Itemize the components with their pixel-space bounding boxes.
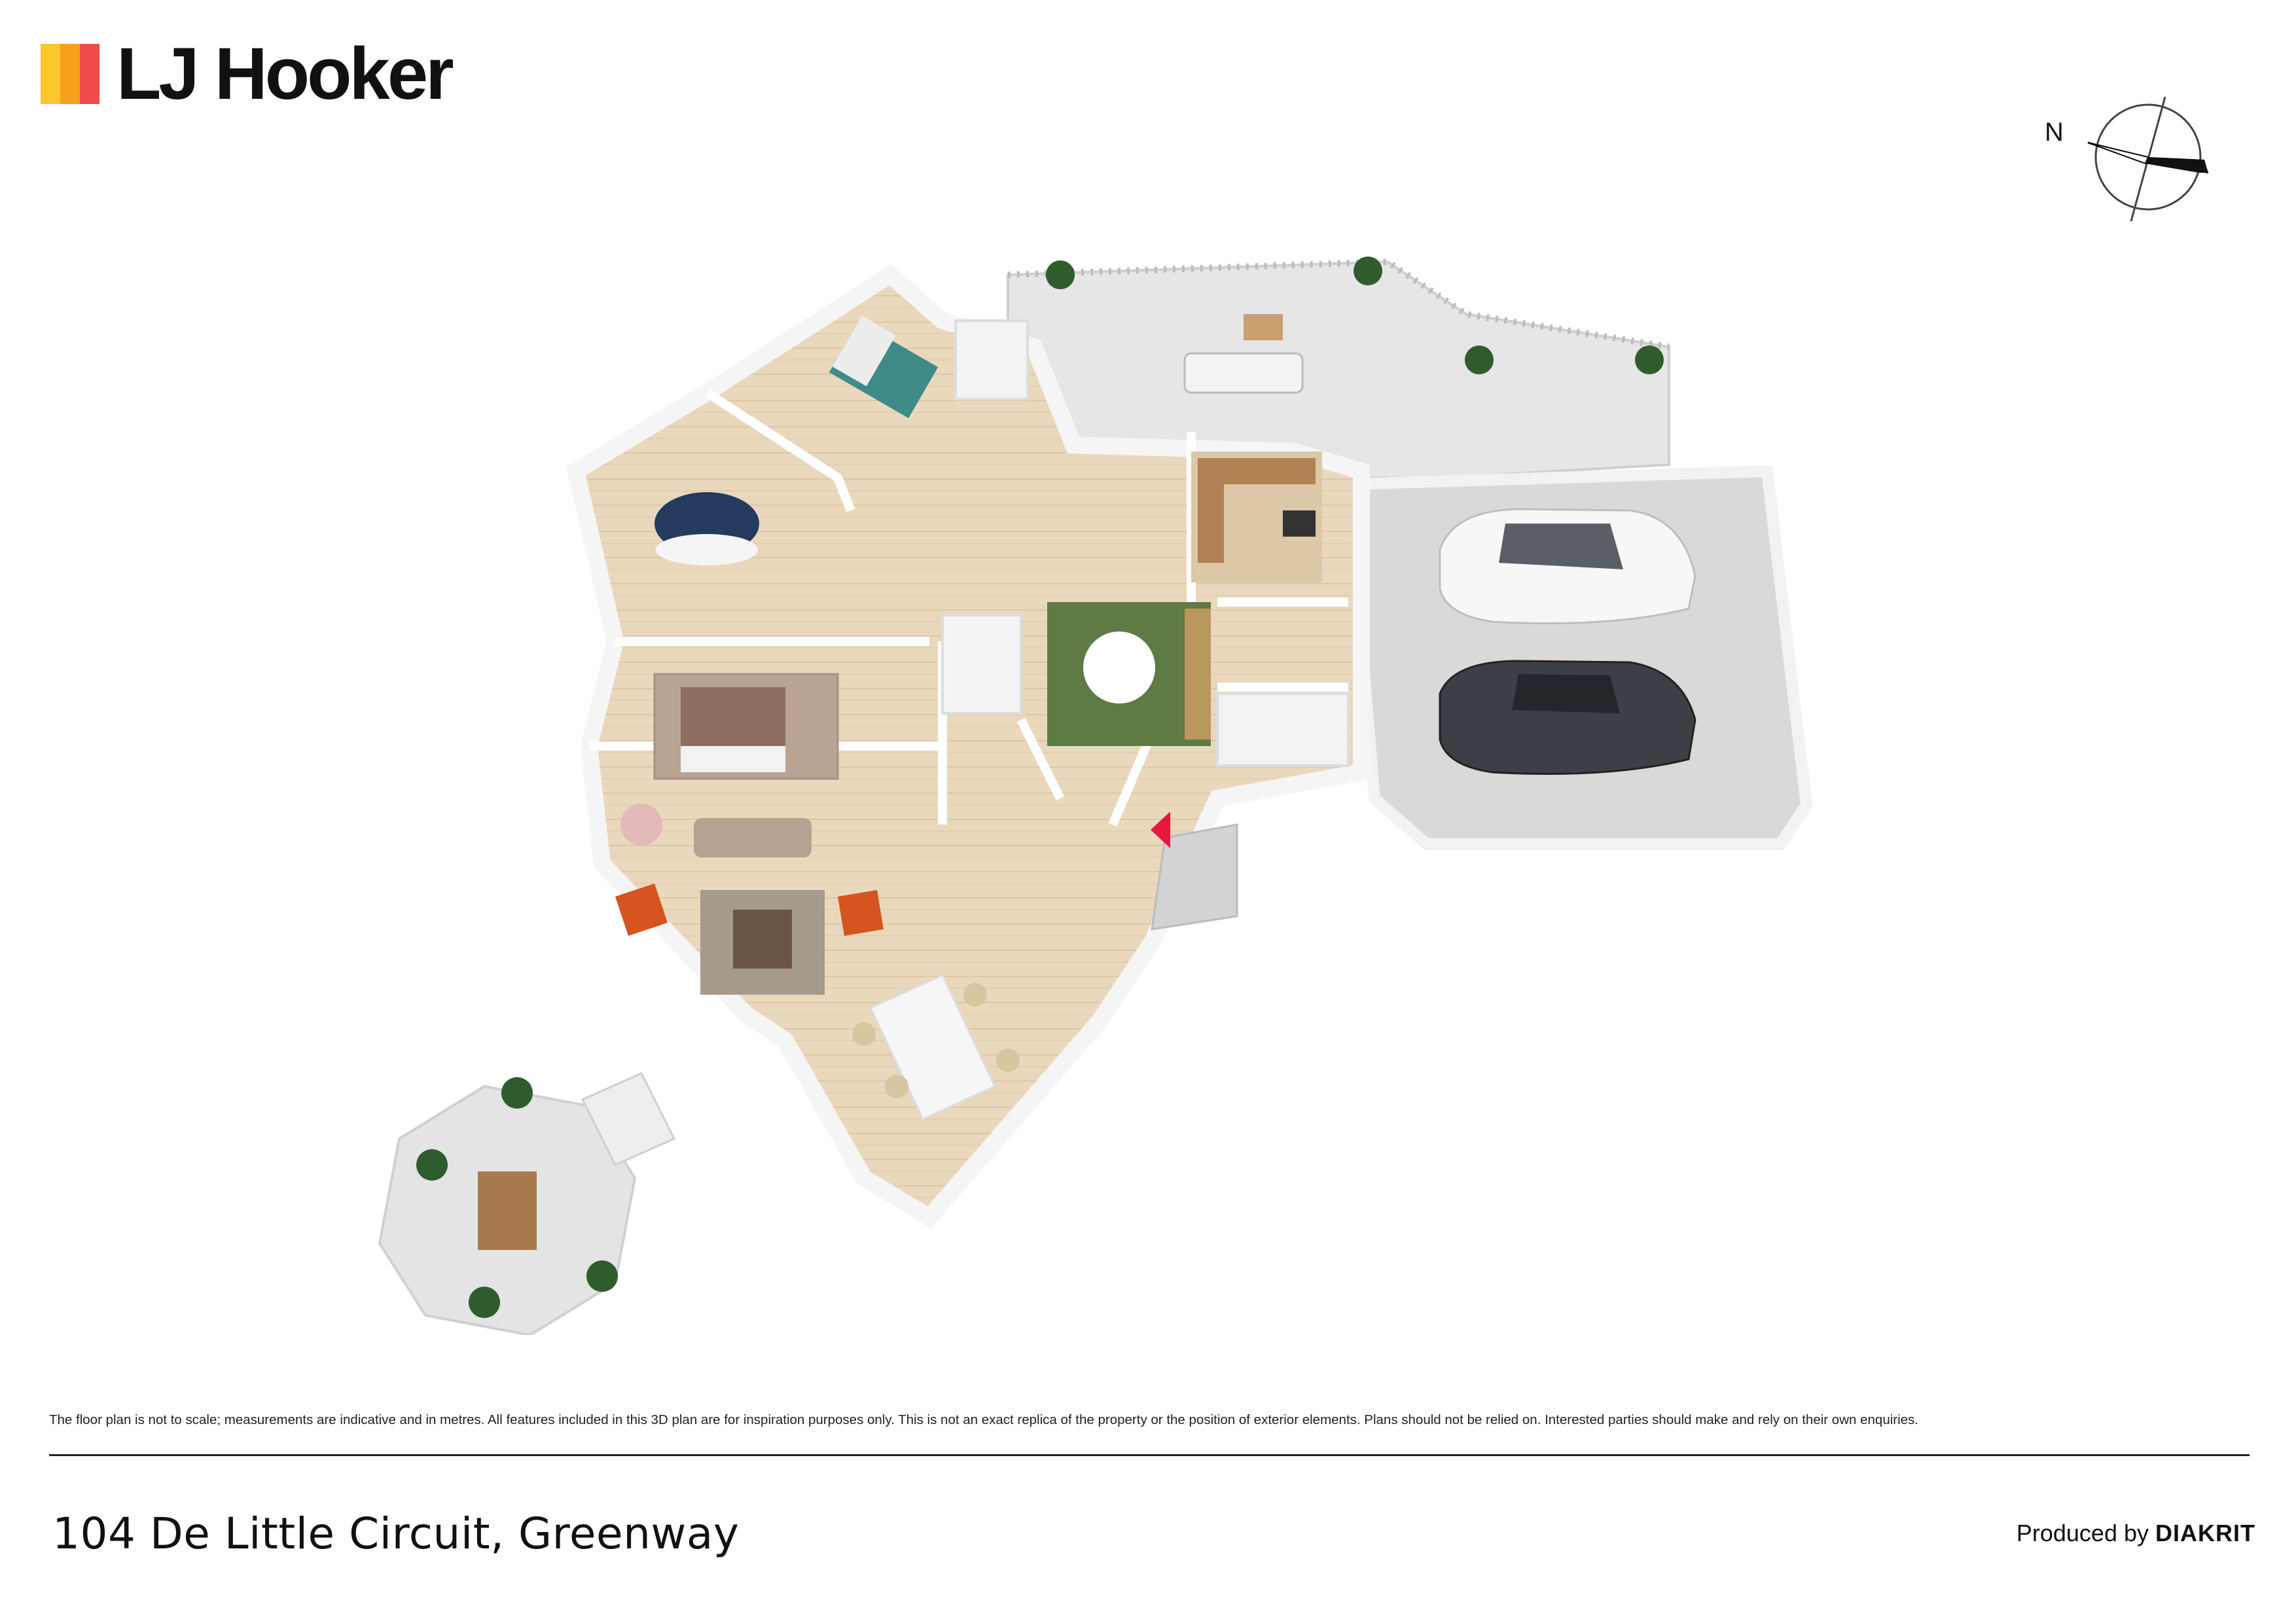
car-dark-icon	[1439, 660, 1696, 775]
floor-plan-drawing	[378, 257, 1813, 1337]
ensuite	[954, 319, 1029, 401]
logo-bar-red	[80, 44, 99, 104]
compass-rose-icon	[2087, 96, 2209, 222]
logo-color-bars	[41, 44, 99, 104]
brand-name: LJ Hooker	[117, 33, 454, 115]
logo-bar-orange	[60, 44, 80, 104]
north-compass: N	[2036, 92, 2232, 242]
garage	[1342, 465, 1813, 850]
bathroom	[941, 614, 1022, 715]
footer-divider	[49, 1454, 2250, 1456]
entry-marker-icon	[1151, 812, 1170, 848]
car-white-icon	[1439, 508, 1696, 624]
brand-logo: LJ Hooker	[41, 33, 454, 115]
bedroom-master	[653, 673, 839, 780]
produced-by-label: Produced by	[2016, 1520, 2149, 1546]
outdoor-deck	[378, 1072, 676, 1337]
entry-steps	[1151, 823, 1238, 931]
disclaimer-text: The floor plan is not to scale; measurem…	[49, 1412, 1918, 1427]
bedroom-3	[829, 315, 939, 418]
kitchen	[1191, 452, 1322, 582]
laundry	[1216, 692, 1350, 767]
balcony	[1007, 257, 1670, 479]
bedroom-2	[655, 492, 759, 565]
dining-area	[852, 974, 1020, 1120]
living-room	[615, 804, 884, 995]
compass-north-label: N	[2045, 118, 2064, 147]
produced-by: Produced by DIAKRIT	[2017, 1520, 2255, 1547]
family-room	[1047, 602, 1211, 746]
floor-plan-3d	[367, 236, 1833, 1337]
logo-bar-yellow	[41, 44, 60, 104]
producer-brand: DIAKRIT	[2155, 1520, 2255, 1546]
property-address: 104 De Little Circuit, Greenway	[52, 1508, 740, 1559]
